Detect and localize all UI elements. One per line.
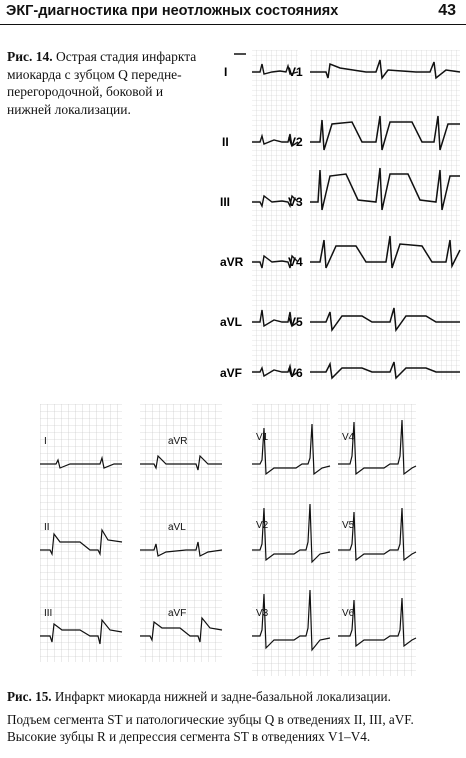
lead-label-II: II (44, 522, 50, 533)
figure-15-label: Рис. 15. (7, 689, 52, 704)
lead-label-V2: V2 (256, 520, 269, 531)
lead-label-I: I (224, 65, 227, 79)
trace-15-V4 (338, 419, 417, 476)
trace-15-I (40, 455, 122, 469)
page-header: ЭКГ-диагностика при неотложных состояния… (0, 0, 466, 25)
page-number: 43 (438, 2, 456, 19)
figure-14-caption: Рис. 14. Острая стадия инфаркта миокарда… (7, 48, 197, 118)
trace-15-II (40, 528, 123, 557)
lead-label-aVR: aVR (168, 436, 187, 447)
trace-V5 (310, 307, 460, 333)
trace-15-V5 (338, 507, 417, 562)
lead-label-aVR: aVR (220, 255, 244, 269)
lead-label-V4: V4 (342, 432, 355, 443)
panel-limb (40, 404, 122, 662)
panel-augmented (140, 404, 222, 662)
trace-aVF (252, 363, 299, 378)
figure-14-label: Рис. 14. (7, 49, 53, 64)
trace-V6 (310, 361, 460, 380)
lead-label-V1: V1 (256, 432, 269, 443)
lead-label-II: II (222, 135, 229, 149)
limb-lead-strip (252, 50, 298, 380)
running-title: ЭКГ-диагностика при неотложных состояния… (6, 3, 339, 19)
trace-II (252, 133, 299, 148)
lead-label-III: III (44, 608, 52, 619)
trace-15-III (40, 618, 123, 645)
trace-V2 (310, 115, 460, 151)
trace-V1 (310, 59, 461, 80)
trace-15-V6 (338, 597, 417, 648)
lead-label-V6: V6 (342, 608, 355, 619)
trace-aVL (252, 309, 299, 328)
figure-15-caption-title: Инфаркт миокарда нижней и задне-базально… (51, 689, 391, 704)
lead-label-aVL: aVL (168, 522, 186, 533)
trace-15-aVR (140, 454, 222, 471)
trace-I (234, 53, 299, 75)
lead-label-III: III (220, 195, 230, 209)
trace-15-aVF (140, 616, 223, 643)
lead-label-aVF: aVF (168, 608, 186, 619)
trace-15-V1 (252, 423, 331, 476)
trace-III (252, 194, 299, 209)
figure-14-caption-text: Острая стадия инфаркта миокарда с зубцом… (7, 49, 197, 117)
figure-14-ecg: I II III aVR aVL aVF V1 V2 V3 V4 V5 V6 (220, 50, 461, 380)
panel-v1-v3 (252, 404, 330, 676)
figure-15-caption: Рис. 15. Инфаркт миокарда нижней и задне… (7, 688, 459, 745)
lead-label-I: I (44, 436, 47, 447)
lead-label-aVF: aVF (220, 366, 242, 380)
figure-15-caption-body: Подъем сегмента ST и патологические зубц… (7, 712, 414, 744)
trace-aVR (252, 254, 299, 269)
lead-label-V5: V5 (342, 520, 355, 531)
figure-15-ecg: I II III aVR aVL aVF V1 V2 V3 V4 V5 V6 (40, 404, 417, 676)
trace-V4 (310, 235, 461, 269)
trace-15-aVL (140, 541, 223, 557)
lead-label-aVL: aVL (220, 315, 242, 329)
trace-15-V2 (252, 503, 331, 564)
trace-15-V3 (252, 589, 331, 652)
trace-V3 (310, 167, 460, 211)
